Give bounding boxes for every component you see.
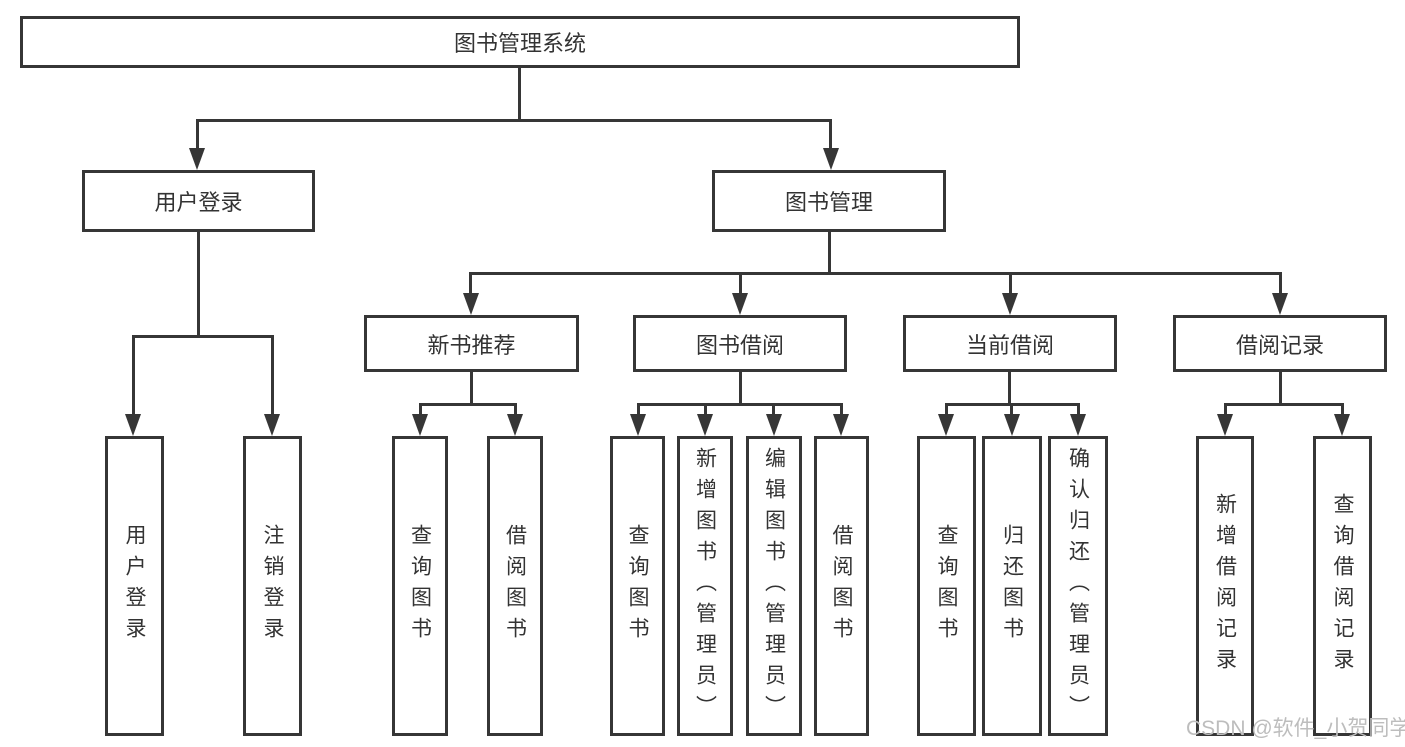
arrow-down-icon [823,148,839,170]
connector-line [196,119,199,150]
leaf-confirm-return-admin: 确认归还（管理员） [1048,436,1108,736]
connector-line [132,335,135,416]
node-label: 图书管理系统 [453,31,586,56]
arrow-down-icon [1002,293,1018,315]
node-label: 查询图书 [626,524,649,648]
leaf-return-books: 归还图书 [982,436,1042,736]
arrow-down-icon [630,414,646,436]
connector-line [828,232,831,272]
node-label: 注销登录 [261,524,284,648]
connector-line [739,272,742,295]
arrow-down-icon [938,414,954,436]
watermark-text: CSDN @软件_小贺同学 [1186,717,1405,740]
leaf-query-books-borrowing: 查询图书 [610,436,665,736]
connector-line [704,403,707,416]
node-label: 新增借阅记录 [1213,493,1237,679]
arrow-down-icon [766,414,782,436]
node-label: 编辑图书（管理员） [762,446,786,726]
arrow-down-icon [507,414,523,436]
connector-line [514,403,517,416]
node-label: 新增图书（管理员） [693,446,717,726]
node-user-login: 用户登录 [82,170,315,232]
node-current-borrowing: 当前借阅 [903,315,1117,372]
arrow-down-icon [125,414,141,436]
connector-line [829,119,832,150]
arrow-down-icon [463,293,479,315]
leaf-query-borrow-record: 查询借阅记录 [1313,436,1372,736]
node-label: 借阅图书 [830,524,853,648]
node-new-book-recommend: 新书推荐 [364,315,579,372]
connector-line [1279,372,1282,404]
leaf-query-books-recommend: 查询图书 [392,436,448,736]
connector-line [1341,403,1344,416]
arrow-down-icon [1004,414,1020,436]
node-book-management: 图书管理 [712,170,946,232]
connector-line [739,372,742,404]
connector-line [197,232,200,335]
connector-line [469,272,1282,275]
node-label: 查询图书 [935,524,958,648]
leaf-borrow-books: 借阅图书 [814,436,869,736]
arrow-down-icon [1272,293,1288,315]
node-book-management-system: 图书管理系统 [20,16,1020,68]
arrow-down-icon [732,293,748,315]
connector-line [419,403,422,416]
connector-line [196,119,832,122]
node-label: 查询借阅记录 [1331,493,1354,679]
connector-line [840,403,843,416]
connector-line [1010,403,1013,416]
node-label: 归还图书 [1000,524,1024,648]
node-label: 当前借阅 [965,332,1054,358]
node-label: 图书借阅 [695,332,784,358]
connector-line [469,272,472,295]
connector-line [132,335,274,338]
connector-line [637,403,640,416]
arrow-down-icon [1334,414,1350,436]
node-label: 确认归还（管理员） [1066,446,1090,726]
leaf-edit-books-admin: 编辑图书（管理员） [746,436,802,736]
arrow-down-icon [833,414,849,436]
arrow-down-icon [1070,414,1086,436]
leaf-borrow-books-recommend: 借阅图书 [487,436,543,736]
node-label: 新书推荐 [427,332,516,358]
node-label: 借阅图书 [503,524,527,648]
node-label: 借阅记录 [1235,332,1324,358]
connector-line [1077,403,1080,416]
arrow-down-icon [264,414,280,436]
connector-line [637,403,843,406]
connector-line [271,335,274,416]
connector-line [945,403,948,416]
connector-line [1008,372,1011,404]
arrow-down-icon [412,414,428,436]
arrow-down-icon [697,414,713,436]
arrow-down-icon [189,148,205,170]
leaf-query-books-current: 查询图书 [917,436,976,736]
node-label: 查询图书 [408,524,432,648]
node-book-borrowing: 图书借阅 [633,315,847,372]
node-label: 用户登录 [123,524,146,648]
node-label: 图书管理 [784,190,873,215]
connector-line [1009,272,1012,295]
arrow-down-icon [1217,414,1233,436]
leaf-user-login: 用户登录 [105,436,164,736]
node-label: 用户登录 [154,190,243,215]
node-borrowing-records: 借阅记录 [1173,315,1387,372]
connector-line [1224,403,1227,416]
leaf-add-books-admin: 新增图书（管理员） [677,436,733,736]
connector-line [419,403,517,406]
connector-line [1279,272,1282,295]
connector-line [1224,403,1344,406]
connector-line [518,68,521,119]
leaf-add-borrow-record: 新增借阅记录 [1196,436,1254,736]
leaf-logout: 注销登录 [243,436,302,736]
connector-line [772,403,775,416]
connector-line [470,372,473,404]
